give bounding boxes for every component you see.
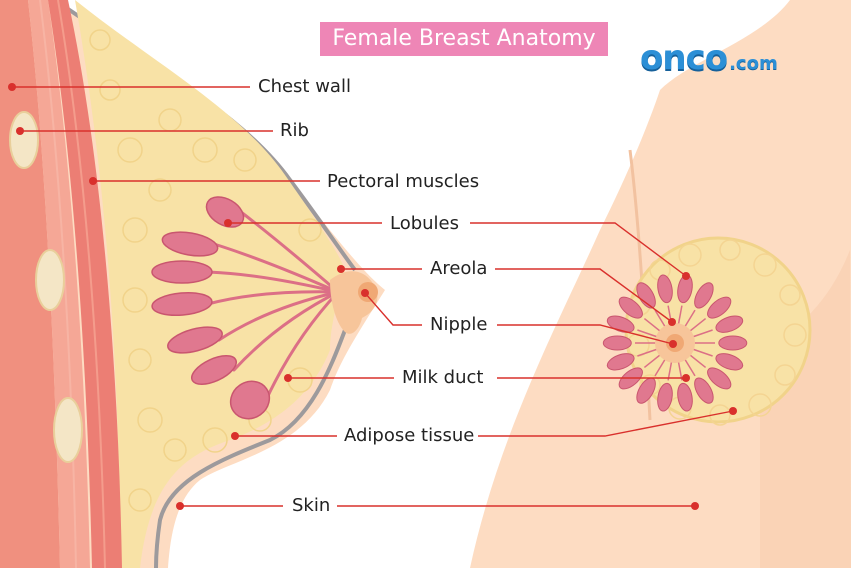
front-lobule: [677, 382, 693, 412]
leader-dot: [231, 432, 239, 440]
leader-dot: [284, 374, 292, 382]
leader-dot: [682, 272, 690, 280]
leader-line: [495, 268, 673, 323]
front-lobule: [694, 282, 714, 309]
milk-duct-line: [239, 210, 340, 294]
lobule: [167, 326, 223, 354]
adipose-area: [75, 0, 345, 568]
label-adipose-tissue: Adipose tissue: [344, 425, 475, 446]
front-lobule: [657, 382, 673, 412]
leader-line: [364, 292, 422, 326]
front-lobule: [657, 274, 673, 304]
label-milk-duct: Milk duct: [402, 367, 484, 388]
leader-line: [497, 324, 674, 345]
front-lobule: [606, 353, 635, 371]
logo-brand: onco: [640, 38, 728, 78]
milk-ducts: [206, 210, 340, 402]
milk-duct-line: [212, 242, 340, 294]
section-fat-cells: [89, 29, 322, 512]
label-chest-wall: Chest wall: [258, 76, 351, 97]
leader-dot: [691, 502, 699, 510]
leader-dot: [337, 265, 345, 273]
front-lobule: [602, 335, 632, 351]
lobule: [205, 196, 245, 228]
milk-duct-line: [232, 290, 340, 372]
milk-duct-line: [264, 290, 340, 402]
leader-dot: [361, 289, 369, 297]
leader-dot: [729, 407, 737, 415]
muscle-stripe: [39, 0, 77, 569]
lobule: [191, 355, 237, 385]
leader-dots: [8, 83, 737, 510]
front-lobule: [718, 335, 748, 351]
milk-duct-line: [217, 290, 340, 342]
leader-dot: [668, 318, 676, 326]
label-lobules: Lobules: [390, 213, 460, 234]
front-lobule: [707, 296, 732, 319]
leader-line: [478, 410, 734, 437]
milk-duct-line: [206, 270, 340, 294]
onco-logo[interactable]: onco .com: [640, 38, 778, 78]
lobule: [161, 231, 219, 257]
leader-dot: [16, 127, 24, 135]
milk-duct-line: [206, 290, 340, 306]
lobule: [229, 380, 271, 420]
label-pectoral-muscles: Pectoral muscles: [327, 171, 480, 192]
front-lobule: [618, 296, 643, 319]
front-lobule: [694, 377, 714, 404]
label-rib: Rib: [280, 120, 309, 141]
label-areola: Areola: [430, 258, 488, 279]
arm-shadow: [760, 250, 851, 568]
leader-lines: [12, 86, 734, 507]
label-skin: Skin: [292, 495, 331, 516]
leader-dot: [669, 340, 677, 348]
pectoral-muscle: [48, 0, 122, 568]
front-lobule: [715, 315, 744, 333]
leader-line: [470, 222, 687, 277]
lobule: [151, 260, 213, 284]
logo-tld: .com: [729, 53, 778, 74]
muscle-stripe: [57, 0, 106, 569]
leader-dot: [89, 177, 97, 185]
front-lobule: [707, 367, 732, 390]
leader-dot: [682, 374, 690, 382]
section-lobules: [151, 196, 271, 420]
ribs: [9, 111, 83, 463]
diagram-title: Female Breast Anatomy: [320, 22, 608, 56]
label-nipple: Nipple: [430, 314, 488, 335]
leader-dot: [224, 219, 232, 227]
leader-dot: [8, 83, 16, 91]
front-lobule: [715, 353, 744, 371]
leader-dot: [176, 502, 184, 510]
lobule: [151, 291, 213, 317]
